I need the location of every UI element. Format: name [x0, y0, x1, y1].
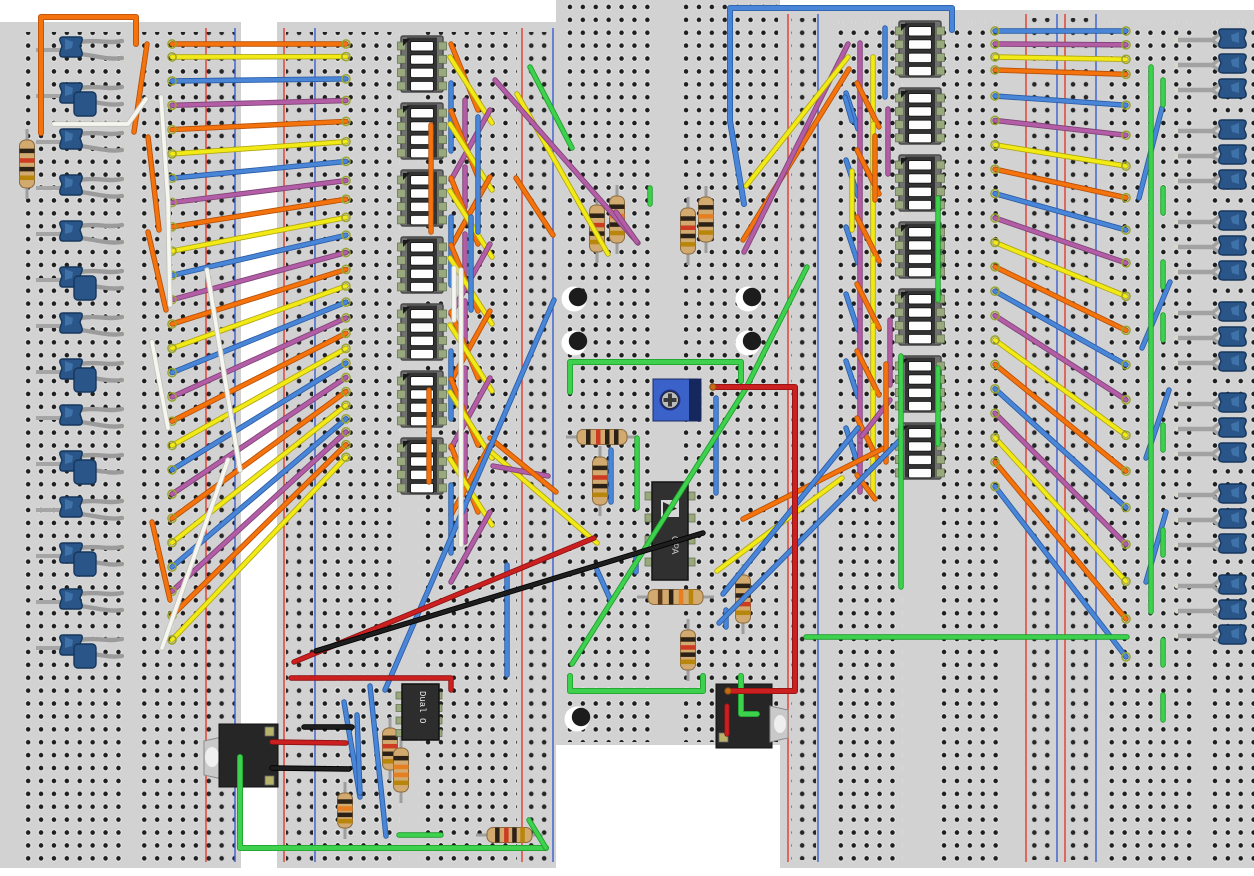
svg-text:Dual O: Dual O	[417, 691, 427, 723]
svg-text:OPA: OPA	[670, 536, 680, 554]
